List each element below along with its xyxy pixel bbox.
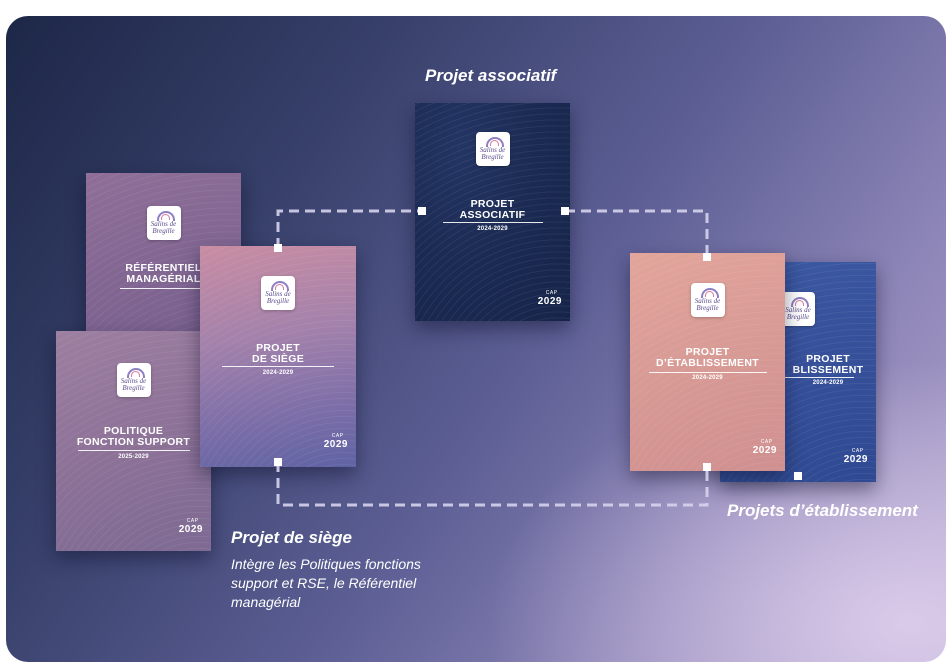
- connector-node: [274, 244, 282, 252]
- book-title: PROJET D’ÉTABLISSEMENT: [656, 346, 759, 369]
- title-rule: [77, 450, 190, 451]
- connector-associatif-to-etablissement: [565, 209, 709, 256]
- book-years: 2024-2029: [692, 375, 723, 381]
- book-title: RÉFÉRENTIEL MANAGÉRIAL: [125, 262, 202, 285]
- book-title: PROJET BLISSEMENT: [792, 353, 864, 376]
- connector-node: [418, 207, 426, 215]
- label-siege-description: Intègre les Politiques fonctions support…: [231, 556, 421, 610]
- book-title: PROJET ASSOCIATIF: [459, 198, 526, 221]
- diagram-panel: Salins de Bregille RÉFÉRENTIEL MANAGÉRIA…: [6, 16, 946, 662]
- connector-siege-to-associatif: [276, 209, 421, 248]
- connector-siege-to-etablissement: [276, 462, 709, 507]
- title-rule: [119, 288, 208, 289]
- connector-node: [703, 253, 711, 261]
- book-years: 2024-2029: [477, 226, 508, 232]
- logo-icon: Salins de Bregille: [261, 276, 295, 310]
- connector-lines: [274, 207, 802, 507]
- title-rule: [222, 366, 334, 367]
- label-projet-associatif: Projet associatif: [425, 66, 557, 85]
- book-title: POLITIQUE FONCTION SUPPORT: [76, 425, 191, 448]
- logo-icon: Salins de Bregille: [781, 292, 815, 326]
- book-years: 2024-2029: [262, 370, 294, 376]
- logo-icon: Salins de Bregille: [116, 363, 151, 397]
- label-projet-de-siege: Projet de siège: [231, 528, 352, 547]
- book-years: 2025-2029: [118, 454, 149, 460]
- logo-icon: Salins de Bregille: [475, 132, 510, 166]
- connector-node: [274, 458, 282, 466]
- connector-node: [703, 463, 711, 471]
- book-title: PROJET DE SIÈGE: [252, 342, 304, 365]
- title-rule: [742, 377, 854, 378]
- title-rule: [442, 222, 543, 223]
- connector-node: [561, 207, 569, 215]
- label-projets-etablissement: Projets d’établissement: [727, 501, 918, 520]
- book-years: 2024-2029: [812, 380, 844, 386]
- title-rule: [648, 372, 767, 373]
- logo-icon: Salins de Bregille: [146, 206, 181, 240]
- logo-icon: Salins de Bregille: [690, 283, 725, 317]
- connector-node: [794, 472, 802, 480]
